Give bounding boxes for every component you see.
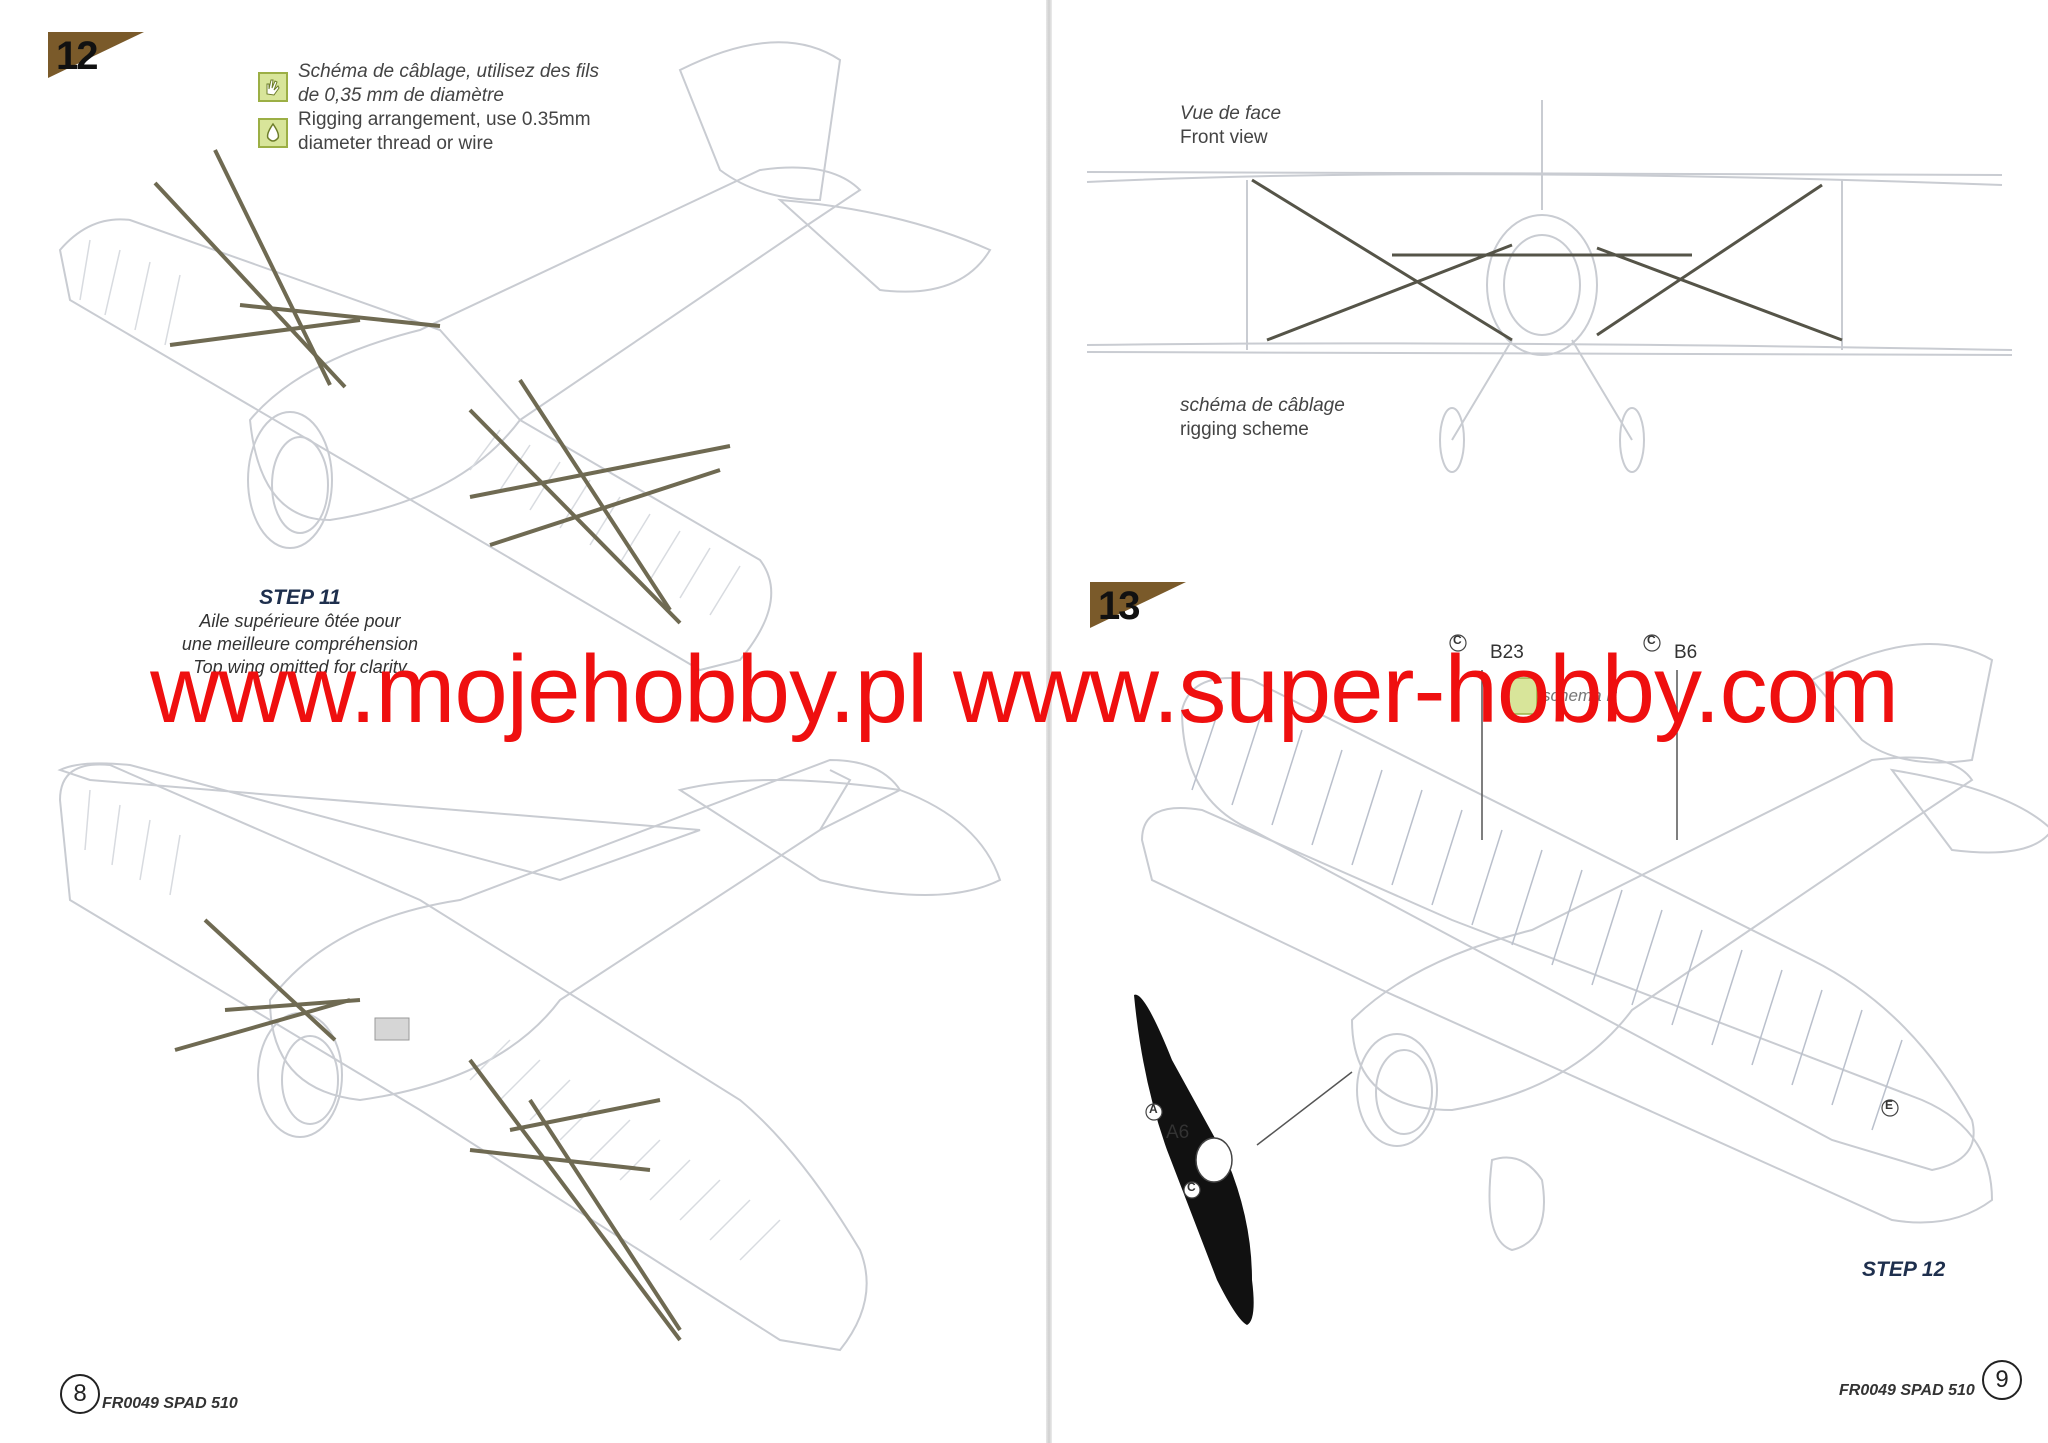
rigging-note: Schéma de câblage, utilisez des fils de … [298, 60, 599, 156]
rigging-note-en-1: Rigging arrangement, use 0.35mm [298, 109, 591, 130]
step-12-label: STEP 12 [1862, 1258, 1945, 1282]
front-view-label: Vue de face Front view [1180, 102, 1281, 150]
page-number-right: 9 [1982, 1360, 2022, 1400]
part-b6: B6 [1674, 642, 1698, 663]
glue-drop-icon [258, 118, 288, 148]
rigging-scheme-label: schéma de câblage rigging scheme [1180, 394, 1345, 442]
part-letter-c-1: C [1453, 633, 1462, 647]
step-11-fr-1: Aile supérieure ôtée pour [199, 611, 401, 631]
page-number-left: 8 [60, 1374, 100, 1414]
part-letter-a: A [1149, 1102, 1158, 1116]
left-line-art [57, 41, 1002, 1352]
part-letter-e: E [1885, 1098, 1894, 1112]
footer-left: FR0049 SPAD 510 [102, 1395, 238, 1412]
step-11-label: STEP 11 Aile supérieure ôtée pour une me… [150, 586, 450, 679]
step-11-en: Top wing omitted for clarity [193, 657, 407, 677]
watermark: www.mojehobby.pl www.super-hobby.com [150, 636, 1899, 743]
rigging-note-fr-2: de 0,35 mm de diamètre [298, 85, 504, 106]
part-a6: A6 [1166, 1122, 1190, 1143]
part-letter-c-3: C [1187, 1180, 1196, 1194]
left-page: 12 Schéma de câblage, utilisez des fils … [48, 32, 1002, 1414]
rigging-note-en-2: diameter thread or wire [298, 133, 494, 154]
right-page: C C A C E Vue de face Front view schéma … [1052, 0, 2048, 1443]
front-view-fr: Vue de face [1180, 103, 1282, 124]
footer-right: FR0049 SPAD 510 [1839, 1382, 1975, 1399]
hand-icon [258, 72, 288, 102]
rigging-scheme-fr: schéma de câblage [1180, 395, 1345, 416]
rigging-note-fr-1: Schéma de câblage, utilisez des fils [298, 61, 599, 82]
page-gutter [1046, 0, 1052, 1443]
step-12-badge: 12 [48, 32, 144, 78]
step-13-badge: 13 [1090, 582, 1186, 628]
front-view-en: Front view [1180, 127, 1268, 148]
step-11-fr-2: une meilleure compréhension [181, 634, 419, 654]
step-12-title: STEP 12 [1862, 1258, 1946, 1281]
rigging-scheme-en: rigging scheme [1180, 419, 1309, 440]
right-line-art [1086, 100, 2048, 1325]
part-b23: B23 [1490, 642, 1524, 663]
part-letter-c-2: C [1647, 633, 1656, 647]
step-11-title: STEP 11 [259, 586, 341, 609]
scheme-b-label: schema B [1542, 686, 1618, 705]
